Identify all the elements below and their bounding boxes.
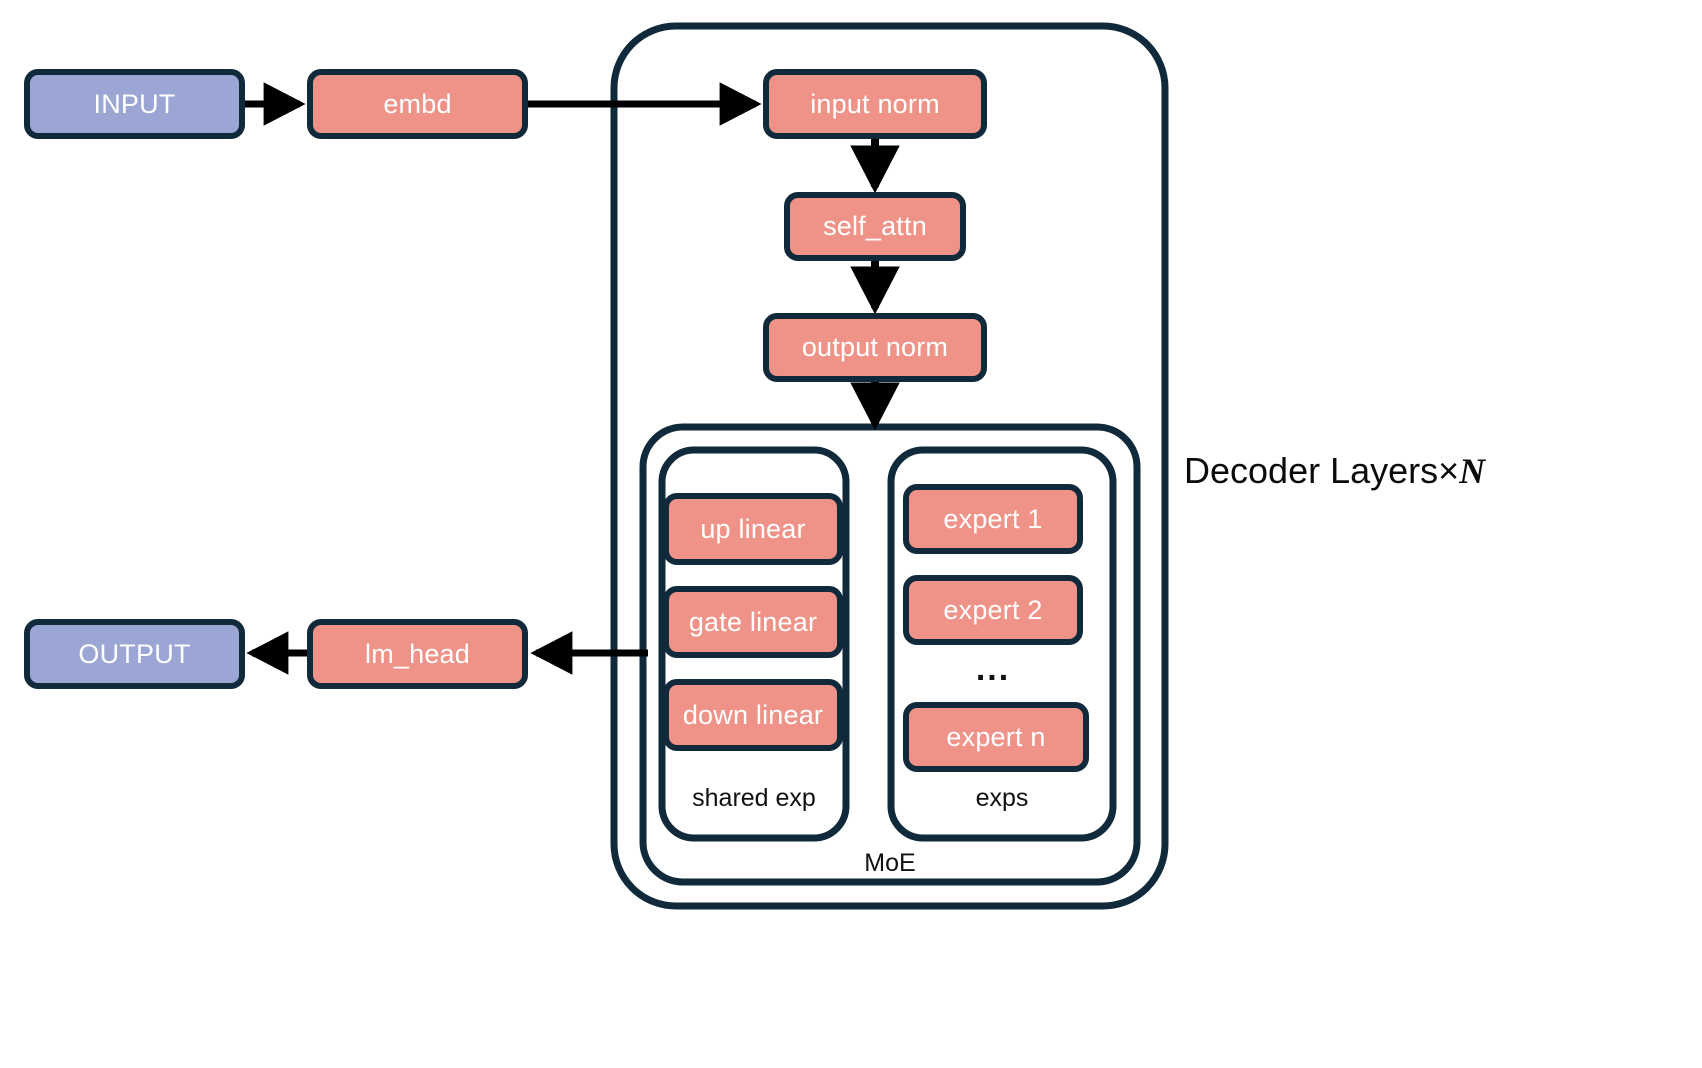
node-gate-linear[interactable]: gate linear [663,586,843,658]
decoder-layers-label-prefix: Decoder Layers× [1184,450,1460,491]
moe-label: MoE [864,849,916,877]
node-embd-label: embd [383,88,452,119]
node-input-label: INPUT [93,88,176,119]
node-output[interactable]: OUTPUT [24,619,245,689]
decoder-layers-label: Decoder Layers×N [1184,450,1485,492]
node-output-label: OUTPUT [78,638,191,669]
experts-ellipsis: ... [975,650,1011,688]
node-gate-linear-label: gate linear [688,606,818,637]
node-expert-2[interactable]: expert 2 [903,575,1083,645]
node-self-attn[interactable]: self_attn [784,192,966,261]
node-input-norm-label: input norm [810,88,940,119]
node-lm-head-label: lm_head [365,638,470,669]
node-expert-n-label: expert n [946,721,1046,752]
shared-expert-container [658,446,850,842]
node-up-linear[interactable]: up linear [663,493,843,565]
node-output-norm-label: output norm [801,332,949,362]
node-lm-head[interactable]: lm_head [307,619,528,689]
node-input-norm[interactable]: input norm [763,69,987,139]
node-expert-1-label: expert 1 [943,503,1043,534]
experts-label: exps [975,784,1029,812]
node-expert-n[interactable]: expert n [903,702,1089,772]
node-output-norm[interactable]: output norm [763,313,987,382]
experts-container [887,446,1117,842]
node-up-linear-label: up linear [700,513,806,544]
shared-expert-label: shared exp [692,784,816,812]
node-expert-1[interactable]: expert 1 [903,484,1083,554]
node-down-linear-label: down linear [682,699,824,730]
node-down-linear[interactable]: down linear [663,679,843,751]
node-self-attn-label: self_attn [823,211,927,241]
node-expert-2-label: expert 2 [943,594,1043,625]
decoder-layers-container [610,22,1169,910]
node-input[interactable]: INPUT [24,69,245,139]
node-embd[interactable]: embd [307,69,528,139]
decoder-layers-count-symbol: N [1459,451,1486,491]
